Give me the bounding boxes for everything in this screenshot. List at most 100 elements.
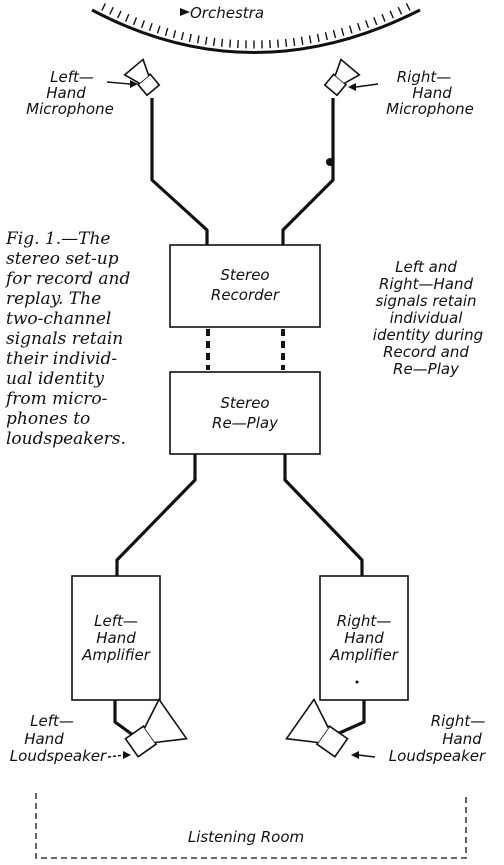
stage-tick — [292, 37, 296, 46]
stage-tick — [188, 33, 192, 42]
right-speaker-line-1: Right— — [431, 712, 486, 730]
left-microphone-icon — [123, 58, 161, 97]
left-speaker-arrow-icon — [123, 751, 131, 759]
stereo-recorder-box: Stereo Recorder — [169, 244, 321, 328]
right-mic-line-3: Microphone — [386, 100, 474, 118]
listening-room-outline — [35, 793, 467, 859]
stage-tick — [229, 39, 232, 48]
stage-tick — [324, 32, 328, 41]
listening-room-label: Listening Room — [188, 828, 304, 846]
stage-tick — [109, 6, 114, 15]
caption-line-4: replay. The — [6, 289, 101, 309]
note-line-3: signals retain — [375, 292, 476, 310]
stage-tick — [196, 35, 200, 44]
stage-tick-marks — [101, 2, 411, 49]
right-amp-wire — [283, 454, 364, 576]
replay-label-line-1: Stereo — [220, 394, 269, 412]
right-speaker-arrow-icon — [351, 751, 359, 759]
left-mic-line-3: Microphone — [26, 100, 114, 118]
stage-tick — [389, 10, 394, 19]
stage-tick — [277, 39, 279, 48]
stage-tick — [117, 10, 122, 19]
caption-line-5: two-channel — [6, 309, 111, 329]
right-speaker-line-3: Loudspeaker — [389, 747, 486, 765]
left-speaker-line-3: Loudspeaker — [10, 747, 107, 765]
right-microphone-label: Right— Hand Microphone — [386, 68, 474, 118]
orchestra-label: Orchestra — [190, 4, 264, 22]
stage-tick — [180, 32, 185, 41]
stereo-replay-box: Stereo Re—Play — [169, 371, 321, 455]
speck-dot — [355, 680, 359, 684]
caption-line-6: signals retain — [6, 329, 123, 349]
right-loudspeaker-icon — [285, 697, 349, 758]
stage-tick — [156, 25, 161, 34]
caption-line-7: their individ- — [6, 349, 117, 369]
stage-tick — [284, 38, 288, 47]
stage-tick — [405, 2, 411, 11]
left-amp-line-2: Hand — [96, 629, 136, 647]
caption-line-1: Fig. 1.—The — [5, 229, 111, 249]
right-microphone-icon — [323, 58, 361, 97]
left-amp-wire — [115, 454, 197, 576]
stage-tick — [221, 38, 224, 47]
stage-tick — [300, 36, 304, 45]
channel-identity-note: Left and Right—Hand signals retain indiv… — [373, 258, 483, 378]
right-speaker-wire — [334, 700, 366, 737]
orchestra-stage: Orchestra — [91, 2, 421, 54]
stage-tick — [381, 13, 386, 22]
note-line-2: Right—Hand — [379, 275, 473, 293]
wire-junction-dot — [326, 158, 334, 166]
caption-line-10: phones to — [6, 409, 90, 429]
left-loudspeaker-icon — [124, 697, 188, 758]
right-mic-line-2: Hand — [412, 84, 452, 102]
right-mic-pointer — [355, 83, 379, 88]
note-line-1: Left and — [395, 258, 457, 276]
right-mic-line-1: Right— — [397, 68, 452, 86]
stage-tick — [397, 6, 403, 15]
stage-tick — [365, 20, 370, 29]
note-line-6: Record and — [383, 343, 469, 361]
right-speaker-line-2: Hand — [442, 730, 482, 748]
left-speaker-wire — [113, 700, 138, 740]
recorder-label-line-1: Stereo — [220, 266, 269, 284]
left-mic-wire — [150, 98, 209, 245]
left-amp-line-1: Left— — [94, 612, 138, 630]
orchestra-marker-icon — [180, 8, 190, 16]
caption-line-8: ual identity — [6, 369, 104, 389]
stage-tick — [340, 27, 345, 36]
left-microphone-label: Left— Hand Microphone — [26, 68, 114, 118]
right-amp-line-3: Amplifier — [329, 646, 399, 664]
stage-tick — [172, 30, 177, 39]
stage-tick — [348, 25, 353, 34]
right-mic-wire — [281, 98, 335, 245]
stage-tick — [332, 30, 337, 39]
caption-line-11: loudspeakers. — [6, 429, 126, 449]
left-speaker-line-1: Left— — [30, 712, 74, 730]
left-amplifier-box: Left— Hand Amplifier — [71, 575, 161, 701]
stage-tick — [373, 17, 378, 26]
stage-tick — [101, 3, 107, 11]
stage-tick — [204, 36, 208, 45]
left-speaker-pointer — [107, 754, 125, 758]
right-mic-arrow-icon — [348, 83, 356, 91]
left-mic-pointer — [106, 81, 131, 85]
left-mic-arrow-icon — [130, 80, 138, 88]
replay-label-line-2: Re—Play — [212, 414, 279, 432]
figure-caption: Fig. 1.—The stereo set-up for record and… — [4, 229, 130, 449]
stage-tick — [148, 22, 153, 32]
right-amplifier-box: Right— Hand Amplifier — [319, 575, 409, 701]
right-speaker-pointer — [357, 754, 376, 758]
caption-line-9: from micro- — [4, 389, 108, 409]
stage-tick — [308, 35, 312, 44]
stage-tick — [212, 37, 216, 46]
recorder-label-line-2: Recorder — [211, 286, 280, 304]
stage-tick — [132, 17, 138, 26]
stage-tick — [316, 33, 320, 42]
left-amp-line-3: Amplifier — [81, 646, 151, 664]
left-mic-line-2: Hand — [46, 84, 86, 102]
stage-tick — [357, 22, 361, 31]
note-line-7: Re—Play — [393, 360, 460, 378]
right-loudspeaker-label: Right— Hand Loudspeaker — [389, 712, 486, 765]
caption-line-2: stereo set-up — [6, 249, 119, 269]
